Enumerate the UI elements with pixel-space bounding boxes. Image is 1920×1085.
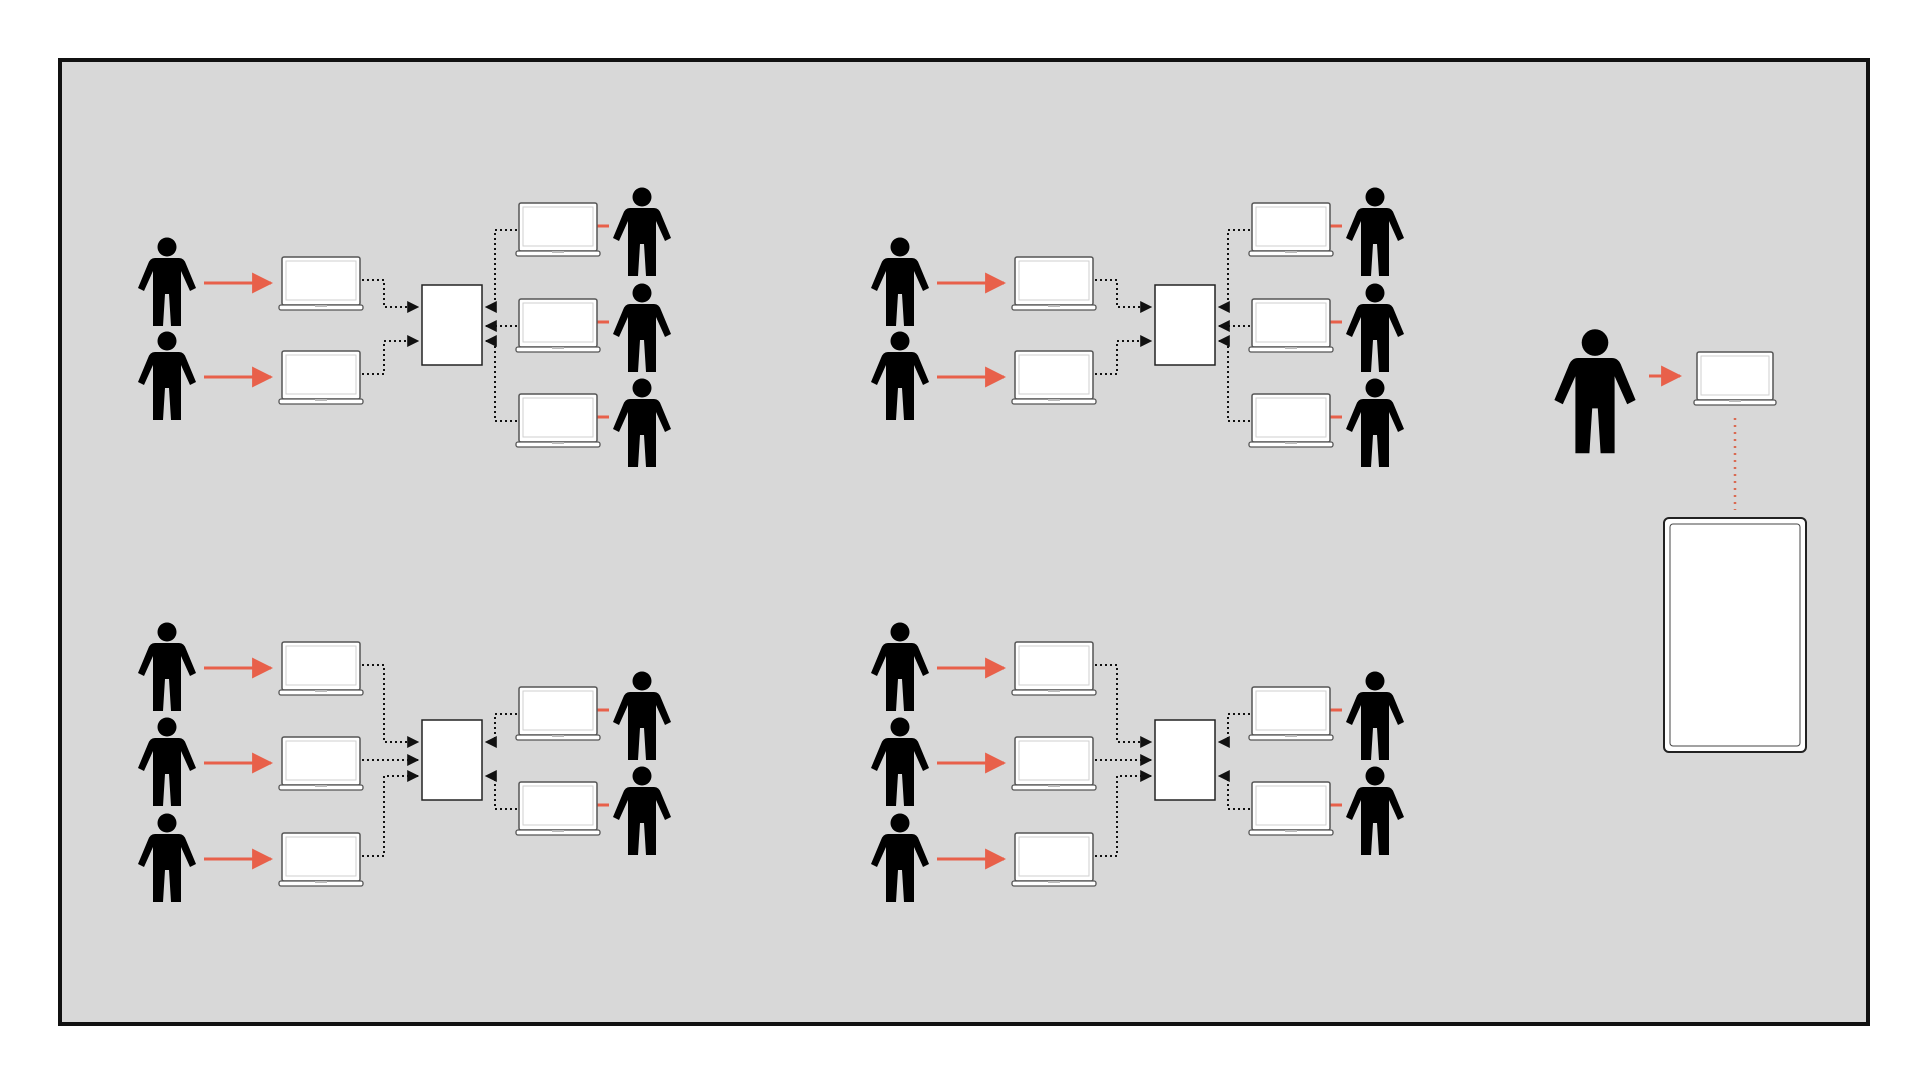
person-icon [1346,671,1404,760]
laptop-icon [278,832,364,887]
shared-screen [421,284,483,366]
person-icon [871,237,929,326]
laptop-icon [515,393,601,448]
presenter-laptop-icon [1693,351,1777,406]
laptop-icon [515,202,601,257]
laptop-icon [278,641,364,696]
laptop-icon [1011,736,1097,791]
laptop-icon [278,736,364,791]
person-icon [613,187,671,276]
data-link [1217,229,1250,313]
person-icon [138,717,196,806]
data-link [362,335,420,375]
laptop-icon [515,298,601,353]
person-icon [1346,766,1404,855]
person-icon [138,331,196,420]
data-link [362,279,420,313]
person-icon [871,622,929,711]
laptop-icon [515,781,601,836]
data-link [484,335,517,422]
large-display [1663,517,1807,753]
data-link [1095,279,1153,313]
laptop-icon [1248,298,1334,353]
person-icon [613,378,671,467]
data-link [484,713,517,748]
person-icon [138,813,196,902]
data-link [1217,713,1250,748]
person-icon [871,331,929,420]
laptop-icon [1011,256,1097,311]
data-link [484,229,517,313]
data-link [362,664,420,748]
laptop-icon [1011,350,1097,405]
person-icon [613,671,671,760]
data-link [1217,335,1250,422]
laptop-icon [1248,393,1334,448]
data-link [1217,770,1250,810]
laptop-icon [515,686,601,741]
data-link [1095,335,1153,375]
data-link [362,770,420,857]
person-icon [613,766,671,855]
data-link [1095,664,1153,748]
room-background [58,58,1870,1026]
shared-screen [1154,719,1216,801]
person-icon [613,283,671,372]
presenter-person-icon [1554,329,1636,454]
laptop-icon [1248,686,1334,741]
person-icon [138,237,196,326]
person-icon [871,813,929,902]
data-link [1095,770,1153,857]
person-icon [871,717,929,806]
laptop-icon [1248,202,1334,257]
laptop-icon [1011,832,1097,887]
shared-screen [1154,284,1216,366]
person-icon [138,622,196,711]
laptop-icon [278,256,364,311]
laptop-icon [1248,781,1334,836]
laptop-icon [278,350,364,405]
laptop-icon [1011,641,1097,696]
person-icon [1346,187,1404,276]
person-icon [1346,283,1404,372]
shared-screen [421,719,483,801]
data-link [484,770,517,810]
person-icon [1346,378,1404,467]
